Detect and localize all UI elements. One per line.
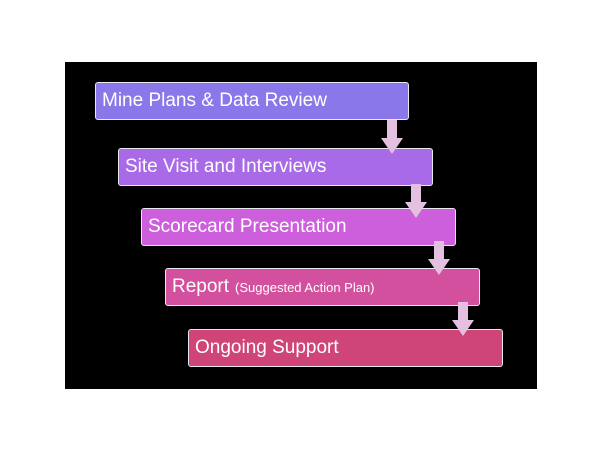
down-arrow-icon — [452, 302, 474, 336]
step-label: Mine Plans & Data Review — [102, 90, 327, 111]
down-arrow-icon — [428, 241, 450, 275]
step-label: Report — [172, 276, 230, 297]
step-site-visit: Site Visit and Interviews — [118, 148, 433, 186]
step-mine-plans: Mine Plans & Data Review — [95, 82, 409, 120]
down-arrow-icon — [381, 120, 403, 154]
step-report: Report (Suggested Action Plan) — [165, 268, 480, 306]
step-sublabel: (Suggested Action Plan) — [235, 279, 375, 295]
step-label: Ongoing Support — [195, 337, 339, 358]
down-arrow-icon — [405, 184, 427, 218]
step-label: Site Visit and Interviews — [125, 156, 327, 177]
step-label: Scorecard Presentation — [148, 216, 347, 237]
step-scorecard: Scorecard Presentation — [141, 208, 456, 246]
step-ongoing-support: Ongoing Support — [188, 329, 503, 367]
